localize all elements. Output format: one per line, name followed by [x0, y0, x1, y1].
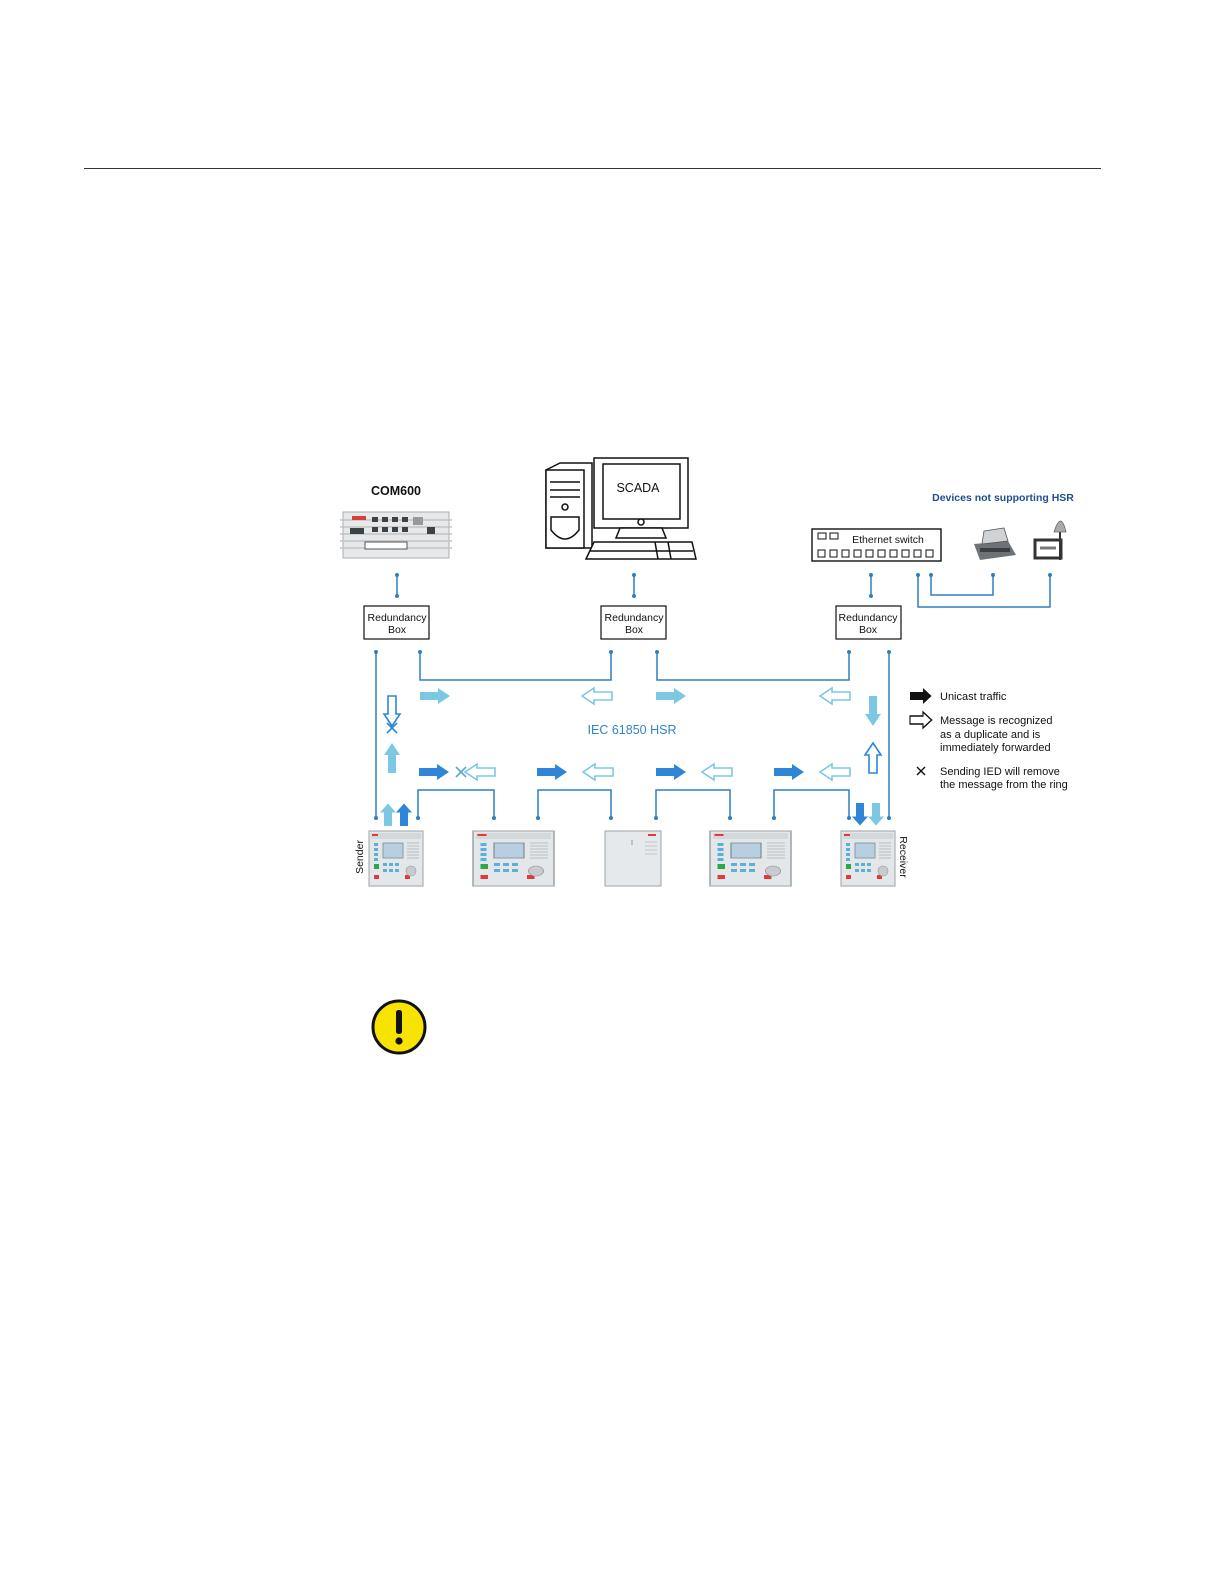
non-hsr-devices-label: Devices not supporting HSR: [932, 492, 1074, 504]
ied-sender: [369, 831, 423, 886]
legend-remove-icon: [917, 767, 925, 775]
lower-traffic-arrows: [419, 764, 850, 780]
abb-logo: [352, 516, 366, 520]
ethernet-switch-label: Ethernet switch: [852, 534, 924, 546]
redbox-left: Redundancy Box: [364, 606, 429, 639]
redbox-right: Redundancy Box: [836, 606, 901, 639]
com600-device: [340, 512, 452, 558]
svg-text:Box: Box: [625, 624, 644, 636]
svg-text:Redundancy: Redundancy: [605, 612, 665, 624]
ied-2: [473, 831, 554, 886]
legend-unicast-text: Unicast traffic: [940, 691, 1007, 703]
legend-unicast-arrow: [910, 688, 932, 704]
legend-duplicate-arrow: [910, 712, 932, 728]
caution-icon: [371, 999, 427, 1055]
ied-3: [605, 831, 661, 886]
scada-computer: [546, 458, 696, 559]
receiver-label: Receiver: [897, 836, 909, 878]
svg-text:Box: Box: [388, 624, 407, 636]
printer-device: [974, 528, 1016, 560]
sender-label: Sender: [354, 840, 366, 874]
svg-text:immediately forwarded: immediately forwarded: [940, 742, 1051, 754]
legend: Unicast traffic Message is recognized as…: [910, 688, 1068, 791]
hsr-ring-label: IEC 61850 HSR: [588, 723, 677, 737]
ied-4: [710, 831, 791, 886]
com600-label: COM600: [371, 484, 421, 498]
svg-text:Redundancy: Redundancy: [839, 612, 899, 624]
svg-text:Sending IED will remove: Sending IED will remove: [940, 766, 1060, 778]
svg-text:as a duplicate and is: as a duplicate and is: [940, 729, 1041, 741]
svg-text:the message from the ring: the message from the ring: [940, 779, 1068, 791]
gps-antenna-device: [1035, 521, 1066, 560]
svg-text:Box: Box: [859, 624, 878, 636]
ied-receiver: [841, 831, 895, 886]
uplink-lines: [397, 575, 1050, 607]
vertical-traffic-arrows: [380, 696, 884, 826]
svg-text:Redundancy: Redundancy: [368, 612, 428, 624]
redbox-middle: Redundancy Box: [601, 606, 666, 639]
scada-label: SCADA: [616, 481, 660, 495]
svg-text:Message is recognized: Message is recognized: [940, 715, 1053, 727]
upper-traffic-arrows: [420, 688, 850, 704]
